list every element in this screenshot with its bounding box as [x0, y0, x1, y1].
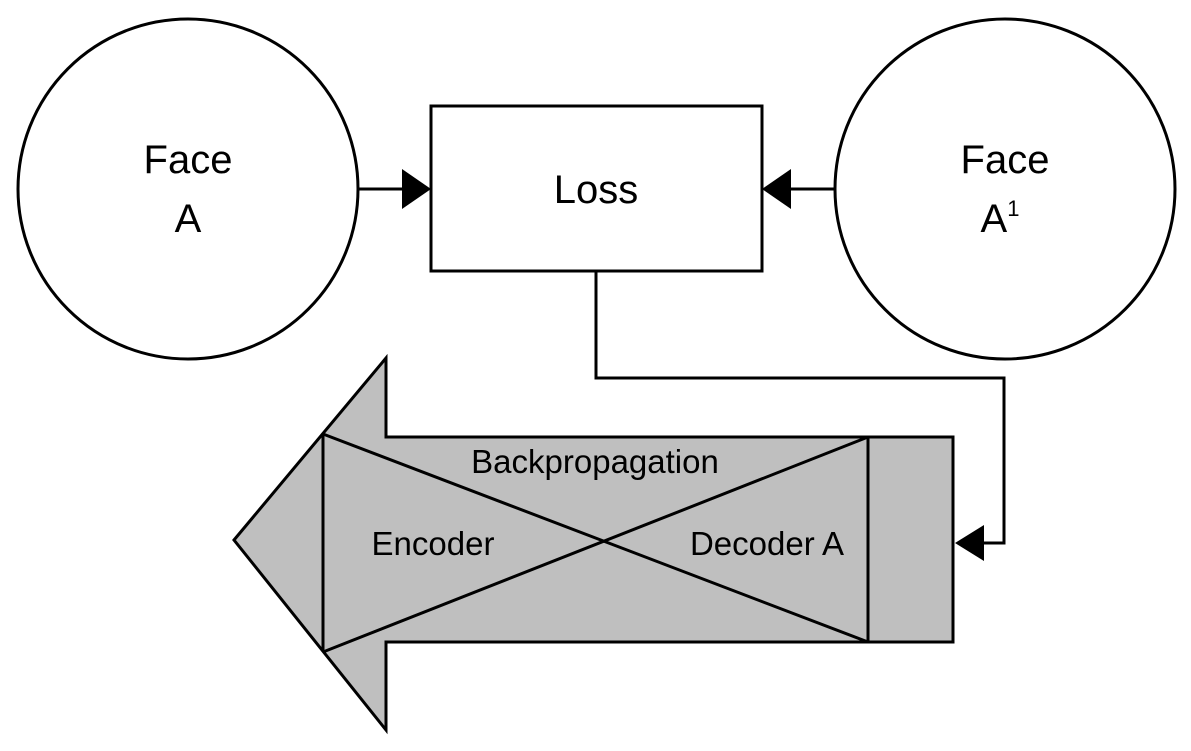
backpropagation-label: Backpropagation: [471, 443, 719, 480]
face-a-prime-letter: A: [981, 197, 1008, 241]
arrowhead-right-icon: [402, 169, 431, 209]
diagonal-top-left-to-bottom-right: [322, 432, 869, 644]
decoder-a-label: Decoder A: [690, 525, 844, 562]
connector-face-a-to-loss: [358, 169, 431, 209]
encoder-label: Encoder: [372, 525, 495, 562]
loss-box: [429, 104, 764, 273]
connector-elbow-line: [594, 271, 1006, 545]
face-a-prime-superscript: 1: [1007, 196, 1019, 221]
loss-node: Loss: [429, 104, 764, 273]
connector-loss-to-arrow: [594, 271, 1006, 561]
face-a-prime-label-line2: A1: [981, 196, 1020, 241]
diagonal-bottom-left-to-top-right: [322, 435, 869, 654]
connector-face-a-prime-to-loss: [762, 169, 835, 209]
face-a-prime-label-line1: Face: [961, 138, 1050, 182]
face-a-label-line2: A: [175, 197, 202, 241]
face-a-circle: [16, 17, 360, 361]
face-a-label-line1: Face: [144, 138, 233, 182]
backpropagation-arrow: [232, 353, 955, 735]
face-a-prime-circle: [833, 17, 1177, 361]
loss-label: Loss: [554, 168, 639, 212]
arrowhead-left-icon: [955, 525, 984, 561]
arrowhead-left-icon: [762, 169, 791, 209]
face-a-node: Face A: [16, 17, 360, 361]
face-a-prime-node: Face A1: [833, 17, 1177, 361]
